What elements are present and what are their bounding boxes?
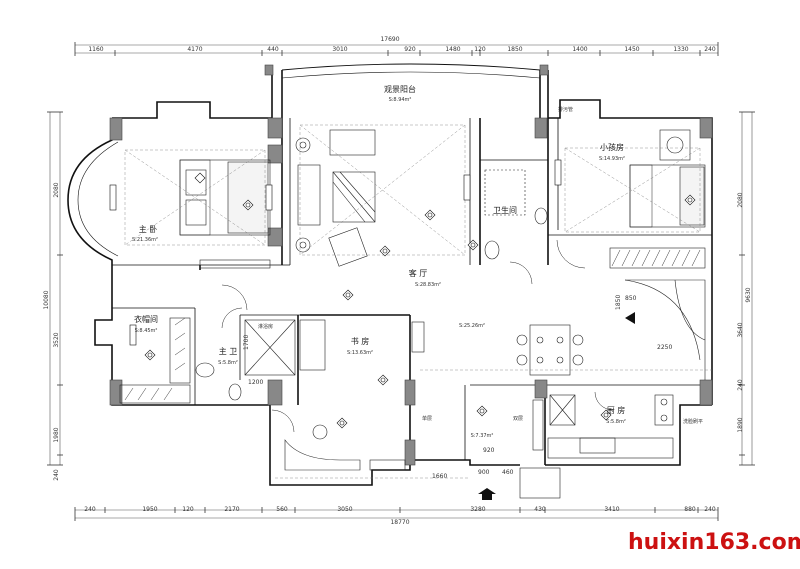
dim-top-8: 1400	[572, 46, 587, 53]
dim-460: 460	[502, 469, 514, 476]
room-kid-area: S:14.93m²	[599, 156, 625, 162]
dim-920: 920	[483, 447, 495, 454]
label-paifeng: 排污管	[558, 106, 573, 113]
label-xiyi: 洗脸刷平	[683, 418, 703, 425]
room-dining-area: S:25.26m²	[459, 323, 485, 329]
watermark: huixin163.com	[628, 530, 800, 555]
dimension-ticks	[47, 42, 755, 521]
dim-bottom-4: 560	[276, 506, 288, 513]
ceiling-lines	[124, 124, 712, 479]
room-master-name: 主 卧	[139, 224, 158, 234]
dim-bottom-6: 3280	[470, 506, 485, 513]
room-living-name: 客 厅	[409, 268, 428, 278]
lamp-bars	[109, 159, 562, 346]
dim-top-total: 17690	[380, 36, 399, 43]
label-danceng: 单层	[422, 415, 432, 422]
room-balcony-name: 观景阳台	[384, 84, 416, 94]
dim-top-6: 120	[474, 46, 486, 53]
room-master-bath-area: S:5.8m²	[218, 360, 238, 366]
dim-900: 900	[478, 469, 490, 476]
dim-left-2: 1980	[53, 427, 60, 442]
dim-1200: 1200	[248, 379, 263, 386]
dim-bottom-9: 880	[684, 506, 696, 513]
dim-right-1: 3640	[737, 322, 744, 337]
stair-arrow	[625, 312, 635, 324]
dimension-lines	[49, 44, 753, 519]
dim-1660: 1660	[432, 473, 447, 480]
dim-top-11: 240	[704, 46, 716, 53]
wardrobe-hatching	[124, 249, 701, 401]
dim-left-3: 240	[53, 469, 60, 481]
light-4	[424, 209, 436, 221]
light-11	[600, 409, 612, 421]
dim-top-7: 1850	[507, 46, 522, 53]
dim-left-1: 3520	[53, 332, 60, 347]
light-8	[377, 374, 389, 386]
room-kitchen-area: S:5.8m²	[606, 419, 626, 425]
dim-1850: 1850	[615, 295, 622, 310]
dim-right-0: 2080	[737, 192, 744, 207]
label-yushi: 淋浴房	[258, 323, 273, 330]
dim-bottom-7: 430	[534, 506, 546, 513]
dim-right-3: 240	[737, 379, 744, 391]
dim-bottom-2: 120	[182, 506, 194, 513]
doors	[221, 239, 614, 433]
dim-top-5: 1480	[445, 46, 460, 53]
dim-bottom: 240 1950 120 2170 560 3050 3280 430 3410…	[84, 506, 716, 513]
room-study-area: S:13.63m²	[347, 350, 373, 356]
dim-bottom-10: 240	[704, 506, 716, 513]
dim-bottom-8: 3410	[604, 506, 619, 513]
light-12	[467, 239, 479, 251]
room-closet-name: 衣帽间	[134, 314, 158, 324]
dim-bottom-0: 240	[84, 506, 96, 513]
light-10	[476, 405, 488, 417]
dim-top-9: 1450	[624, 46, 639, 53]
room-study-name: 书 房	[351, 336, 370, 346]
dim-top-3: 3010	[332, 46, 347, 53]
dim-bottom-total: 18770	[390, 519, 409, 526]
dim-top: 1160 4170 440 3010 920 1480 120 1850 140…	[88, 46, 716, 53]
room-closet-area: S:8.45m²	[135, 328, 158, 334]
light-9	[336, 417, 348, 429]
dim-top-4: 920	[404, 46, 416, 53]
light-fixtures	[144, 172, 696, 429]
room-balcony-area: S:8.94m²	[389, 97, 412, 103]
dim-left-0: 2080	[53, 182, 60, 197]
dim-right-2: 1890	[737, 417, 744, 432]
dim-top-10: 1330	[673, 46, 688, 53]
room-master-area: S:21.36m²	[132, 237, 158, 243]
dim-2250: 2250	[657, 344, 672, 351]
dim-right-total: 9630	[745, 287, 752, 302]
dim-bottom-5: 3050	[337, 506, 352, 513]
light-3	[342, 289, 354, 301]
label-shuangceng: 双层	[513, 416, 523, 422]
light-5	[379, 245, 391, 257]
dim-bottom-1: 1950	[142, 506, 157, 513]
room-bath-name: 卫生间	[493, 205, 517, 215]
dim-top-1: 4170	[187, 46, 202, 53]
light-2	[242, 199, 254, 211]
dim-top-0: 1160	[88, 46, 103, 53]
entrance-arrow	[478, 488, 496, 500]
light-6	[684, 194, 696, 206]
dim-1700: 1700	[243, 335, 250, 350]
dim-bottom-3: 2170	[224, 506, 239, 513]
room-living-area: S:28.83m²	[415, 282, 441, 288]
room-kitchen-name: 厨 房	[607, 405, 626, 415]
dim-top-2: 440	[267, 46, 279, 53]
room-hall-area: S:7.37m²	[471, 433, 494, 439]
dim-left-total: 10080	[43, 290, 50, 309]
dim-850: 850	[625, 295, 637, 302]
light-7	[144, 349, 156, 361]
room-kid-name: 小孩房	[600, 142, 624, 152]
columns	[109, 64, 713, 466]
light-1	[194, 172, 206, 184]
room-master-bath-name: 主 卫	[219, 346, 238, 356]
